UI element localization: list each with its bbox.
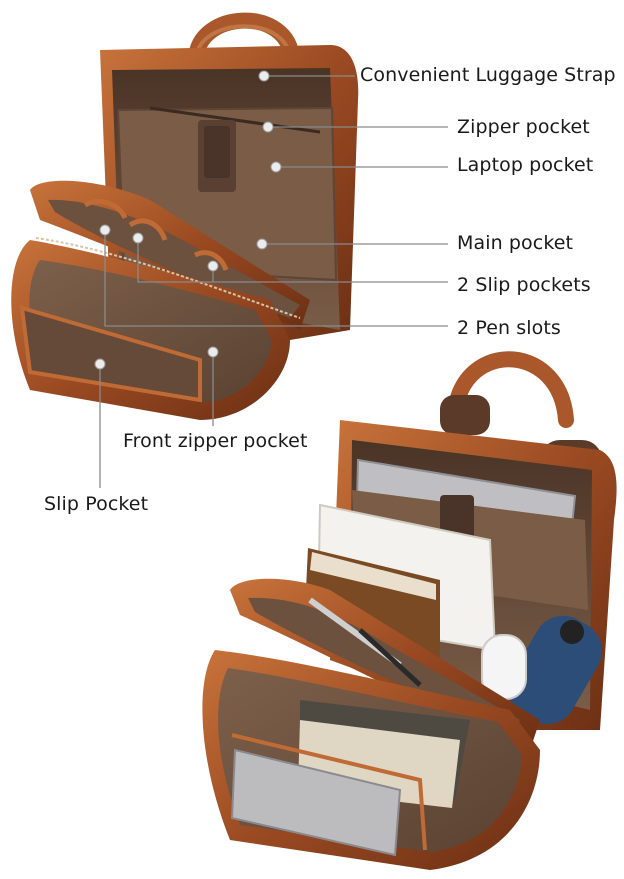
dot-front-zipper-pocket <box>207 346 219 358</box>
label-luggage-strap: Convenient Luggage Strap <box>360 64 616 86</box>
dot-slip-pocket <box>94 358 106 370</box>
leader-pen-slots <box>104 230 448 327</box>
dot-pen-slot <box>99 224 111 236</box>
label-pen-slots: 2 Pen slots <box>457 317 561 339</box>
callout-dots <box>94 70 282 370</box>
dot-slip-pocket-a <box>132 232 144 244</box>
bottom-backpack <box>202 351 617 870</box>
dot-slip-pocket-b <box>207 260 219 272</box>
label-slip-pockets: 2 Slip pockets <box>457 274 591 296</box>
dot-laptop-pocket <box>270 161 282 173</box>
top-backpack <box>11 12 359 420</box>
label-slip-pocket: Slip Pocket <box>44 493 149 515</box>
label-front-zipper-pocket: Front zipper pocket <box>123 430 308 452</box>
label-laptop-pocket: Laptop pocket <box>457 154 594 176</box>
dot-luggage-strap <box>258 70 270 82</box>
callout-lines <box>99 75 448 488</box>
dot-main-pocket <box>256 238 268 250</box>
label-main-pocket: Main pocket <box>457 232 574 254</box>
label-zipper-pocket: Zipper pocket <box>457 116 590 138</box>
dot-zipper-pocket <box>262 121 274 133</box>
